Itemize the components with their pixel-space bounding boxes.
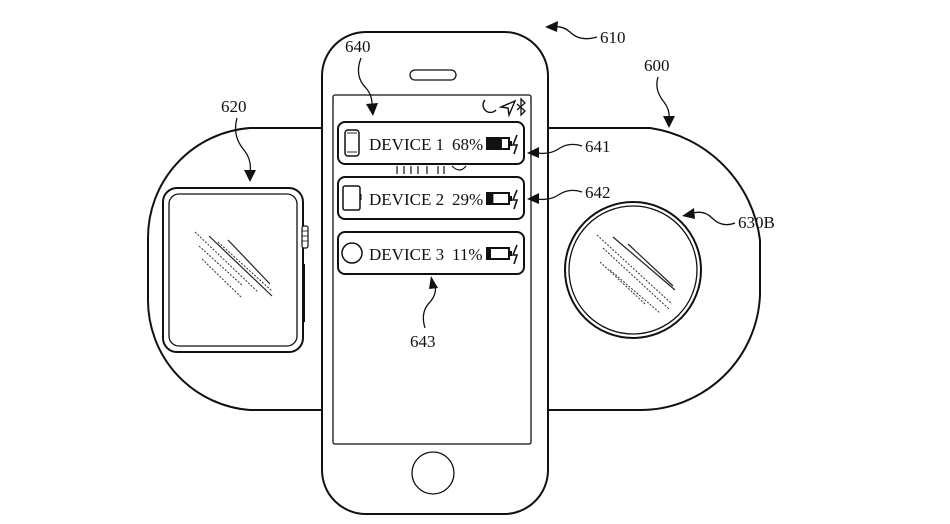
device-name: DEVICE 3 — [369, 245, 444, 264]
device-row[interactable]: DEVICE 3 11% — [337, 231, 525, 275]
charging-mat — [146, 127, 761, 412]
charging-bolt-icon — [511, 134, 519, 155]
puck-glare-hatch — [596, 234, 676, 314]
background-text-fragment — [396, 165, 467, 174]
location-arrow-icon — [498, 99, 517, 118]
battery-percent: 29% — [452, 190, 483, 209]
watch-glare-hatch — [194, 231, 273, 299]
battery-level-fill — [487, 193, 494, 204]
phone-screen — [332, 94, 532, 445]
ref-643: 643 — [410, 332, 436, 351]
ref-600: 600 — [644, 56, 670, 75]
battery-percent: 11% — [452, 245, 483, 264]
ref-642: 642 — [585, 183, 611, 202]
ref-640: 640 — [345, 37, 371, 56]
charging-bolt-icon — [511, 244, 519, 265]
phone-icon — [344, 129, 360, 157]
moon-icon — [482, 99, 497, 114]
battery-icon — [486, 192, 512, 205]
battery-level-fill — [487, 248, 491, 259]
reference-labels: 640 610 600 620 641 642 630B 643 — [221, 21, 775, 351]
ref-620: 620 — [221, 97, 247, 116]
battery-level-fill — [487, 138, 502, 149]
device-row[interactable]: DEVICE 1 68% — [337, 121, 525, 165]
device-name: DEVICE 2 — [369, 190, 444, 209]
bluetooth-icon — [516, 97, 526, 117]
circle-device-icon — [341, 242, 363, 264]
watch-device — [162, 187, 309, 353]
battery-icon — [486, 137, 512, 150]
ref-610: 610 — [600, 28, 626, 47]
device-name: DEVICE 1 — [369, 135, 444, 154]
battery-icon — [486, 247, 512, 260]
status-bar — [482, 97, 526, 118]
battery-percent: 68% — [452, 135, 483, 154]
ref-630b: 630B — [738, 213, 775, 232]
watch-icon — [342, 185, 361, 211]
home-button[interactable] — [411, 451, 455, 495]
device-row[interactable]: DEVICE 2 29% — [337, 176, 525, 220]
ref-641: 641 — [585, 137, 611, 156]
phone-speaker — [409, 69, 457, 81]
charging-puck — [564, 201, 702, 339]
charging-bolt-icon — [511, 189, 519, 210]
